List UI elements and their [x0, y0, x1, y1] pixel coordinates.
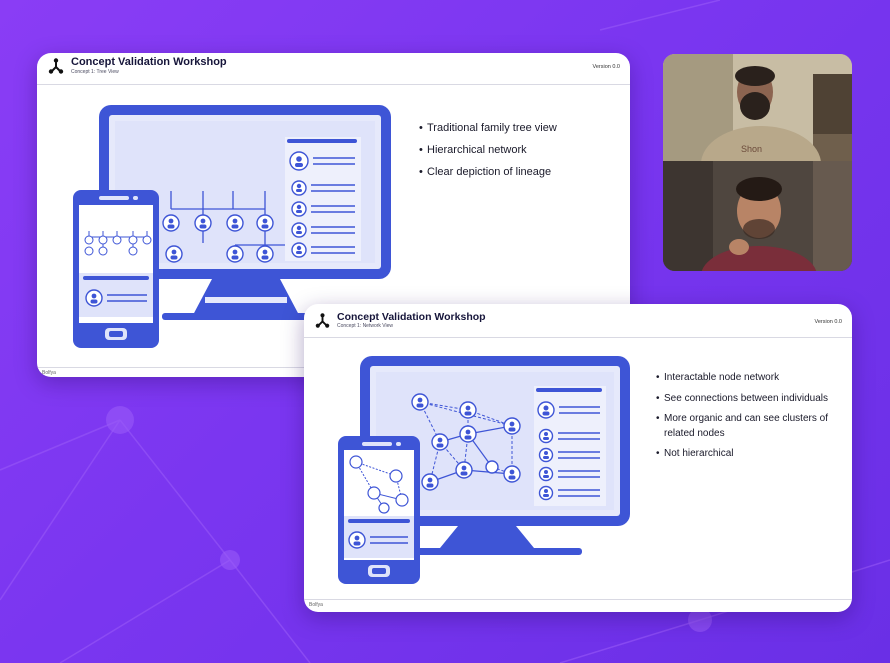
participant-1-video: Shon [663, 54, 852, 161]
slide-subtitle: Concept 1: Network View [337, 323, 394, 329]
bullet-item: More organic and can see clusters of rel… [656, 412, 841, 441]
desktop-monitor-illustration [99, 105, 391, 320]
bullet-item: Interactable node network [656, 371, 841, 386]
slide-title: Concept Validation Workshop [71, 56, 227, 68]
bullet-item: Clear depiction of lineage [419, 164, 589, 180]
bullet-list: Interactable node network See connection… [656, 371, 841, 468]
bullet-item: Traditional family tree view [419, 120, 589, 136]
bullet-list: Traditional family tree view Hierarchica… [419, 120, 589, 186]
video-tile-participant-1[interactable]: Shon [663, 54, 852, 161]
slide-header: Concept Validation Workshop Concept 1: T… [37, 53, 630, 85]
shirt-text: Shon [741, 144, 762, 154]
mobile-phone-illustration [73, 190, 159, 348]
bullet-item: See connections between individuals [656, 392, 841, 407]
mobile-phone-illustration [338, 436, 420, 584]
footer-label: Bolfya [309, 602, 323, 608]
slide-header: Concept Validation Workshop Concept 1: N… [304, 304, 852, 338]
network-view-illustration [338, 356, 630, 584]
tree-view-illustration [73, 105, 391, 348]
bullet-item: Not hierarchical [656, 447, 841, 462]
slide-subtitle: Concept 1: Tree View [71, 69, 119, 75]
slide-title: Concept Validation Workshop [337, 311, 486, 323]
slide-network-view: Concept Validation Workshop Concept 1: N… [304, 304, 852, 612]
network-logo-icon [315, 313, 330, 328]
footer-label: Bolfya [42, 370, 56, 376]
video-tile-participant-2[interactable] [663, 161, 852, 271]
network-logo-icon [48, 58, 64, 74]
version-label: Version 0.0 [592, 64, 620, 70]
bullet-item: Hierarchical network [419, 142, 589, 158]
slide-footer: Bolfya [304, 599, 852, 612]
participant-2-video [663, 161, 852, 271]
version-label: Version 0.0 [814, 319, 842, 325]
